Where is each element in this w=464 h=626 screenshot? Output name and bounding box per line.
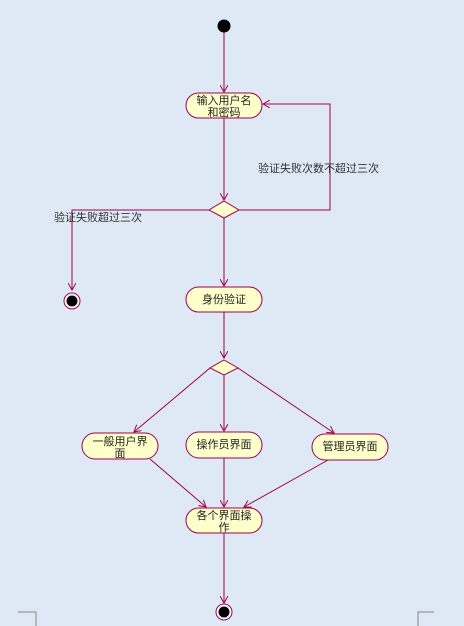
- activity-user-interface-line2: 面: [115, 447, 126, 460]
- edge-branch-to-admin: [237, 367, 334, 433]
- initial-node: [217, 19, 231, 33]
- activity-operator-interface-label: 操作员界面: [197, 437, 252, 451]
- activity-input-credentials: 输入用户名 和密码: [185, 92, 263, 119]
- activity-authentication: 身份验证: [185, 286, 263, 313]
- edge-branch-to-user: [134, 367, 211, 432]
- decision-verify: [207, 200, 241, 219]
- activity-user-interface: 一般用户界 面: [81, 432, 159, 460]
- guard-fail-label: 验证失败超过三次: [54, 210, 142, 224]
- final-node-fail: [63, 292, 81, 310]
- page-corner-mark-left: [18, 611, 37, 626]
- activity-interface-operations-line2: 作: [219, 521, 230, 534]
- activity-admin-interface: 管理员界面: [311, 433, 389, 461]
- decision-role: [208, 359, 240, 376]
- final-node: [215, 603, 233, 621]
- activity-admin-interface-label: 管理员界面: [323, 439, 378, 453]
- activity-interface-operations: 各个界面操 作: [185, 507, 263, 534]
- activity-interface-operations-line1: 各个界面操: [197, 508, 252, 522]
- guard-retry-label: 验证失败次数不超过三次: [258, 161, 379, 175]
- activity-user-interface-line1: 一般用户界: [93, 434, 148, 448]
- activity-input-credentials-line1: 输入用户名: [197, 93, 252, 107]
- edge-user-to-ops: [149, 458, 206, 507]
- edge-fail-to-end: [72, 209, 209, 290]
- edge-admin-to-ops: [244, 459, 329, 507]
- edge-retry-loop: [239, 104, 331, 211]
- activity-input-credentials-line2: 和密码: [208, 105, 241, 119]
- activity-operator-interface: 操作员界面: [185, 431, 263, 459]
- activity-authentication-label: 身份验证: [202, 292, 246, 306]
- page-corner-mark-right: [417, 611, 434, 626]
